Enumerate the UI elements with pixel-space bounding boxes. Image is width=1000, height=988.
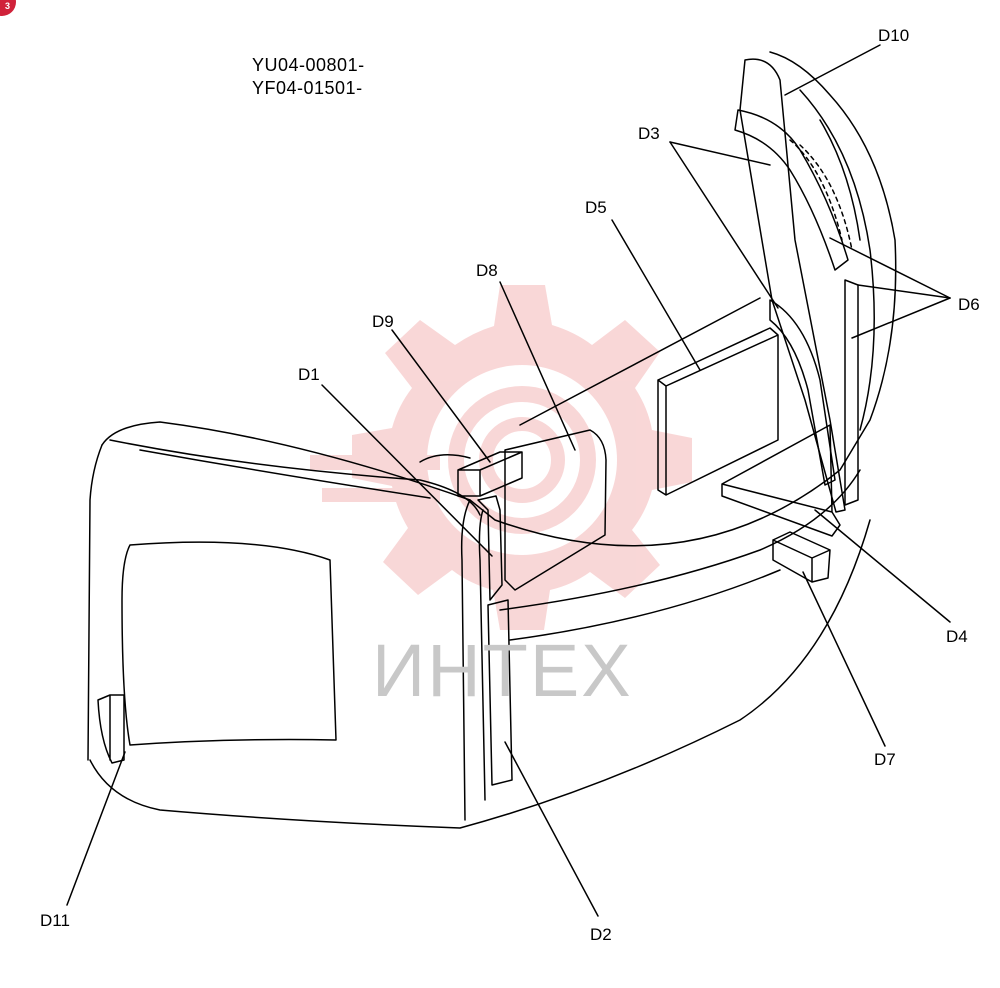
callout-d9: D9 <box>372 312 394 331</box>
cab-bottom <box>89 519 871 829</box>
leader-d1 <box>321 384 493 557</box>
leader-d3b <box>669 141 779 309</box>
serial-number-2: YF04-01501- <box>252 78 363 98</box>
part-d3-lower-trim <box>769 299 836 486</box>
leader-d2 <box>504 741 599 917</box>
part-d8-panel <box>504 429 607 591</box>
leader-d10 <box>784 44 881 96</box>
leader-d8 <box>499 281 576 451</box>
part-d1-strip <box>477 495 503 601</box>
cab-front-edge <box>460 499 471 821</box>
callout-d5: D5 <box>585 198 607 217</box>
leader-d4 <box>814 509 951 623</box>
leader-d6a <box>829 237 951 299</box>
watermark-gear <box>352 285 692 630</box>
leader-d7 <box>802 571 886 747</box>
part-d2-strip <box>487 599 513 786</box>
cab-front-edge-inner <box>478 509 486 801</box>
leader-d6c <box>851 297 951 339</box>
door-handle-d11 <box>97 694 125 764</box>
cab-upper-curve <box>139 449 431 499</box>
callout-d3: D3 <box>638 124 660 143</box>
callout-d1: D1 <box>298 365 320 384</box>
callout-d7: D7 <box>874 750 896 769</box>
part-d3-pillar <box>739 58 846 513</box>
cab-rear-curve-2 <box>819 119 861 241</box>
cab-rear-curve <box>799 89 875 431</box>
leader-d6b <box>857 284 951 299</box>
leader-d3a <box>669 141 771 166</box>
callout-d4: D4 <box>946 627 968 646</box>
callout-d2: D2 <box>590 925 612 944</box>
leader-d9 <box>391 329 491 463</box>
part-d7-block <box>772 531 831 583</box>
serial-number-1: YU04-00801- <box>252 55 365 75</box>
cab-lower-curve-2 <box>509 569 781 641</box>
part-d9-block <box>457 451 523 497</box>
part-d3-upper-trim <box>734 109 849 271</box>
cab-left-side <box>87 444 103 761</box>
part-d4-bar <box>721 424 841 537</box>
part-d6-trim <box>844 279 859 506</box>
leader-d11 <box>66 751 126 906</box>
watermark-logo <box>310 285 692 630</box>
callout-d8: D8 <box>476 261 498 280</box>
badge-text: 3 <box>4 1 10 11</box>
part-d5-pad <box>657 327 779 496</box>
callout-d10: D10 <box>878 26 910 45</box>
leader-d5 <box>611 219 701 371</box>
watermark-text: ИНТЕХ <box>372 629 633 712</box>
callout-d6: D6 <box>958 295 980 314</box>
side-window <box>121 541 337 746</box>
callout-d11: D11 <box>40 911 70 930</box>
